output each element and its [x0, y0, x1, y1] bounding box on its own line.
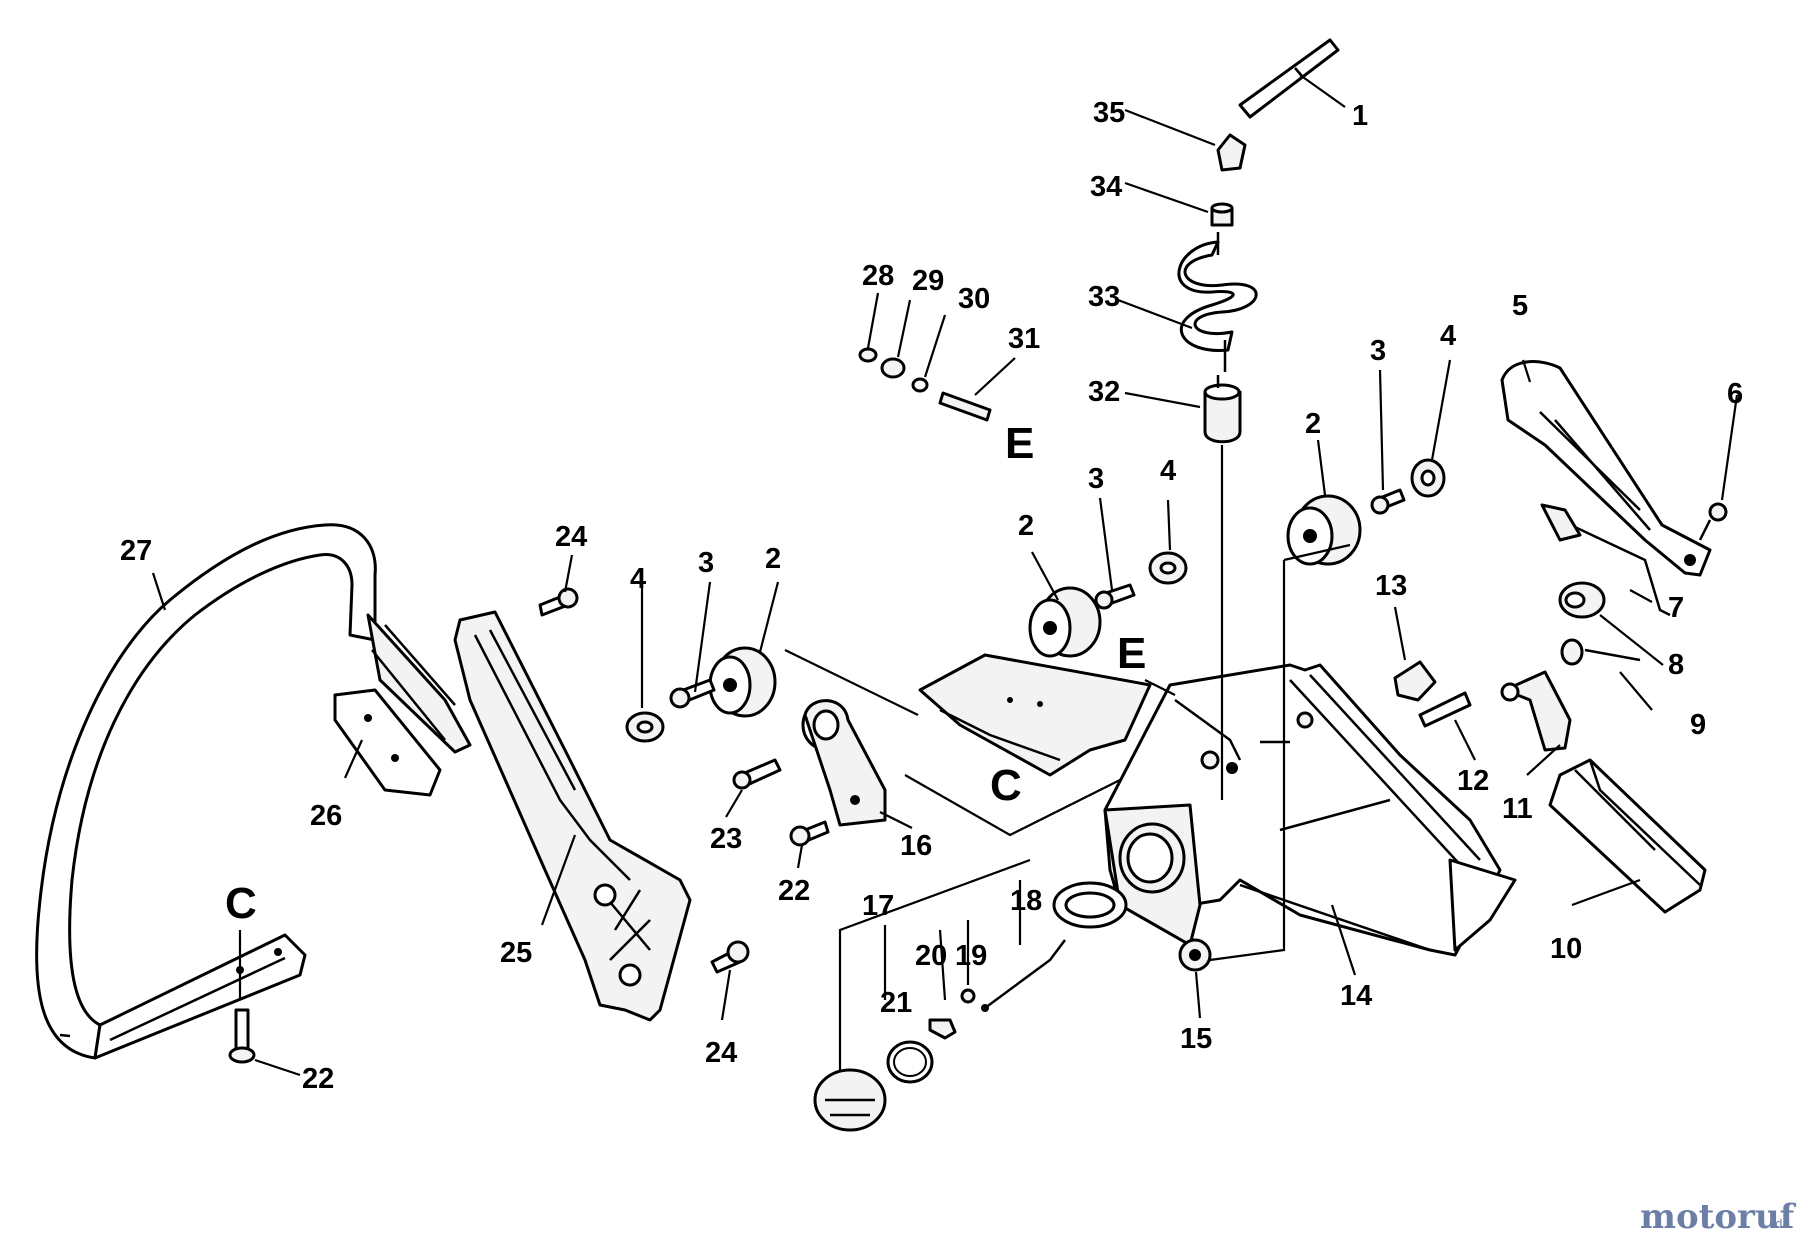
callout-23: 23 [710, 823, 742, 855]
callout-7: 7 [1668, 592, 1684, 624]
filler-strainer-18 [981, 881, 1128, 1012]
fitting-35 [1216, 133, 1247, 172]
callout-21: 21 [880, 987, 912, 1019]
callout-1: 1 [1352, 100, 1368, 132]
spring-7 [1540, 503, 1671, 617]
lever-11 [1500, 670, 1572, 752]
washer-4-left [625, 711, 665, 743]
washer-4-right [1410, 458, 1446, 498]
callout-leaders [151, 74, 1739, 1077]
nut-34 [1210, 202, 1234, 227]
callout-15: 15 [1180, 1023, 1212, 1055]
pad-10 [1548, 758, 1707, 914]
callout-16: 16 [900, 830, 932, 862]
callout-12: 12 [1457, 765, 1489, 797]
pin-12 [1418, 691, 1472, 728]
callout-22-mid: 22 [778, 875, 810, 907]
callout-19: 19 [955, 940, 987, 972]
bushing-8 [1558, 581, 1606, 619]
reference-e-tank: E [1117, 629, 1146, 678]
bolt-22-lower [228, 1008, 256, 1064]
bolt-24-lower [710, 940, 750, 974]
clip-20 [928, 1018, 957, 1040]
callout-2-right: 2 [1305, 408, 1321, 440]
handle-grip-pad [366, 613, 472, 754]
plug-15 [1178, 938, 1212, 972]
callout-33: 33 [1088, 281, 1120, 313]
callout-20: 20 [915, 940, 947, 972]
callout-6: 6 [1727, 378, 1743, 410]
damper-2-left [708, 646, 777, 718]
part-13 [1393, 660, 1437, 702]
fuel-cap-17 [813, 1068, 887, 1132]
callout-30: 30 [958, 283, 990, 315]
callout-18: 18 [1010, 885, 1042, 917]
oil-hose-spiral-33 [1177, 232, 1258, 372]
callout-10: 10 [1550, 933, 1582, 965]
callout-35: 35 [1093, 97, 1125, 129]
callout-32: 32 [1088, 376, 1120, 408]
callout-29: 29 [912, 265, 944, 297]
callout-labels: 1 35 34 33 32 28 29 30 31 E 5 6 7 8 9 10… [120, 97, 1743, 1095]
bolt-24-upper [538, 587, 579, 617]
bracket-plate [918, 653, 1152, 777]
callout-13: 13 [1375, 570, 1407, 602]
damper-2-right [1286, 494, 1362, 566]
o-ring-21 [886, 1040, 934, 1084]
callout-4-left: 4 [630, 563, 646, 595]
callout-11: 11 [1502, 793, 1533, 825]
oil-line-1 [1238, 38, 1340, 119]
bolt-22-mid [789, 820, 830, 847]
callout-4-right: 4 [1440, 320, 1456, 352]
front-handle-bow [35, 523, 377, 1060]
screw-3-center [1094, 583, 1136, 610]
callout-5: 5 [1512, 290, 1528, 322]
cover-5 [1500, 360, 1712, 577]
callout-27: 27 [120, 535, 152, 567]
callout-22-lower: 22 [302, 1063, 334, 1095]
callout-3-left: 3 [698, 547, 714, 579]
callout-9: 9 [1690, 709, 1706, 741]
watermark-tld: de [1775, 1217, 1790, 1231]
watermark: motoruf de [1640, 1197, 1797, 1237]
screw-19 [960, 988, 976, 1004]
screw-3-left [669, 678, 716, 709]
filter-32 [1203, 375, 1242, 444]
reference-e-pin: E [1005, 419, 1034, 468]
callout-28: 28 [862, 260, 894, 292]
callout-4-center: 4 [1160, 455, 1176, 487]
callout-3-center: 3 [1088, 463, 1104, 495]
callout-2-left: 2 [765, 543, 781, 575]
callout-2-center: 2 [1018, 510, 1034, 542]
part-26-pad [333, 688, 442, 797]
reference-c-bracket: C [990, 761, 1022, 810]
part-9 [1560, 638, 1641, 666]
callout-17: 17 [862, 890, 894, 922]
connection-lines [784, 445, 1351, 962]
bracket-arm-16 [801, 699, 887, 827]
pin-group-28-31 [858, 347, 992, 422]
washer-4-center [1148, 551, 1188, 585]
callout-25: 25 [500, 937, 532, 969]
screw-3-right [1370, 488, 1406, 515]
callout-3-right: 3 [1370, 335, 1386, 367]
reference-c-bar: C [225, 879, 257, 928]
callout-26: 26 [310, 800, 342, 832]
callout-34: 34 [1090, 171, 1122, 203]
damper-2-center [1028, 586, 1102, 658]
callout-31: 31 [1008, 323, 1040, 355]
callout-8: 8 [1668, 649, 1684, 681]
screw-6 [1698, 502, 1728, 541]
bolt-23 [732, 758, 782, 790]
tank-housing-14 [1103, 663, 1517, 957]
rear-handle-frame [453, 610, 692, 1022]
watermark-brand: motoruf [1640, 1197, 1797, 1237]
callout-14: 14 [1340, 980, 1372, 1012]
callout-24-upper: 24 [555, 521, 587, 553]
callout-24-lower: 24 [705, 1037, 737, 1069]
